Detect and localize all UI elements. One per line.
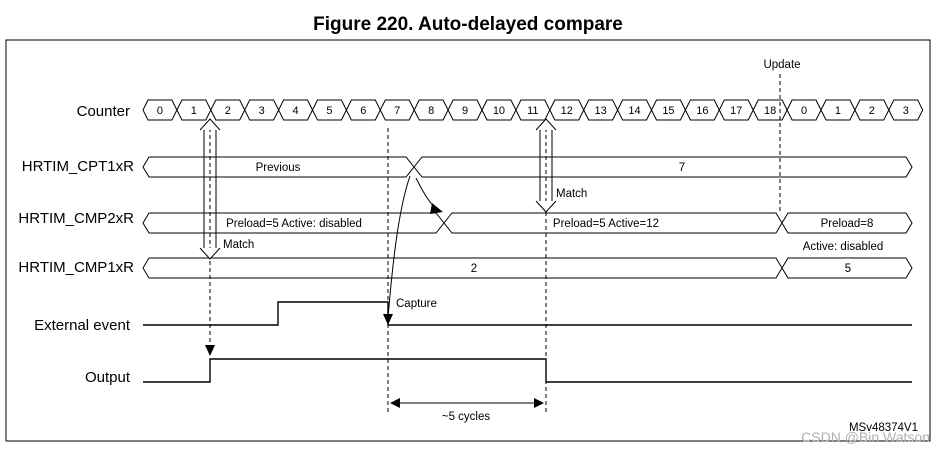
output-arrowhead xyxy=(205,345,215,356)
counter-value: 12 xyxy=(561,105,573,117)
match-annotation-1: Match xyxy=(223,239,254,251)
counter-value: 0 xyxy=(801,105,807,117)
cpt-bus: Previous 7 xyxy=(142,156,913,178)
counter-value: 15 xyxy=(662,105,674,117)
counter-value: 13 xyxy=(595,105,607,117)
counter-value: 11 xyxy=(527,105,538,117)
counter-value: 8 xyxy=(428,105,434,117)
cycles-dimension xyxy=(390,398,544,408)
cmp1-bus: 2 5 xyxy=(142,257,913,279)
counter-value: 4 xyxy=(292,105,298,117)
active-disabled-annotation: Active: disabled xyxy=(803,241,884,253)
figure-frame xyxy=(5,39,931,442)
cpt-segment-7 xyxy=(413,156,913,178)
counter-value: 2 xyxy=(869,105,875,117)
cpt-to-cmp2-arrowhead xyxy=(430,203,443,214)
cmp2-value-1: Preload=5 Active: disabled xyxy=(226,218,362,230)
match-arrow-2 xyxy=(535,118,557,213)
cmp2-bus: Preload=5 Active: disabled Preload=5 Act… xyxy=(142,212,913,234)
cmp2-value-3: Preload=8 xyxy=(821,218,874,230)
update-annotation: Update xyxy=(763,59,800,71)
cmp2-value-2: Preload=5 Active=12 xyxy=(553,218,659,230)
counter-label: Counter xyxy=(77,103,130,120)
counter-value: 14 xyxy=(628,105,640,117)
counter-value: 1 xyxy=(191,105,197,117)
external-event-waveform xyxy=(143,301,912,326)
cmp2-segment-3 xyxy=(781,212,913,234)
counter-value: 18 xyxy=(764,105,776,117)
counter-value: 1 xyxy=(835,105,841,117)
cmp1-segment-2 xyxy=(781,257,913,279)
figure-reference: MSv48374V1 xyxy=(849,422,918,434)
capture-curve xyxy=(387,175,411,319)
cmp1-value-2: 5 xyxy=(845,263,851,275)
cycles-annotation: ~5 cycles xyxy=(442,411,491,423)
counter-value: 9 xyxy=(462,105,468,117)
cpt-label: HRTIM_CPT1xR xyxy=(22,158,134,175)
watermark: CSDN @Bin Watson xyxy=(801,429,930,445)
counter-value: 3 xyxy=(259,105,265,117)
output-label: Output xyxy=(85,369,131,386)
counter-value: 5 xyxy=(326,105,332,117)
counter-cell xyxy=(888,99,924,121)
cpt-value-7: 7 xyxy=(679,162,685,174)
cmp1-label: HRTIM_CMP1xR xyxy=(18,259,134,276)
counter-value: 6 xyxy=(360,105,366,117)
cmp1-segment-1 xyxy=(142,257,783,279)
cpt-value-previous: Previous xyxy=(256,162,301,174)
capture-arrowhead xyxy=(383,314,393,325)
output-waveform xyxy=(143,358,912,383)
cmp2-label: HRTIM_CMP2xR xyxy=(18,210,134,227)
counter-value: 10 xyxy=(493,105,505,117)
cmp1-value-1: 2 xyxy=(471,263,477,275)
counter-value: 0 xyxy=(157,105,163,117)
counter-value: 7 xyxy=(394,105,400,117)
match-arrow-1 xyxy=(199,118,221,260)
figure-title: Figure 220. Auto-delayed compare xyxy=(313,14,623,35)
counter-value: 2 xyxy=(225,105,231,117)
capture-annotation: Capture xyxy=(396,298,437,310)
match-annotation-2: Match xyxy=(556,188,587,200)
counter-value: 16 xyxy=(696,105,708,117)
counter-value: 17 xyxy=(730,105,742,117)
external-event-label: External event xyxy=(34,317,131,334)
counter-value: 3 xyxy=(903,105,909,117)
cpt-to-cmp2-curve xyxy=(415,177,439,211)
